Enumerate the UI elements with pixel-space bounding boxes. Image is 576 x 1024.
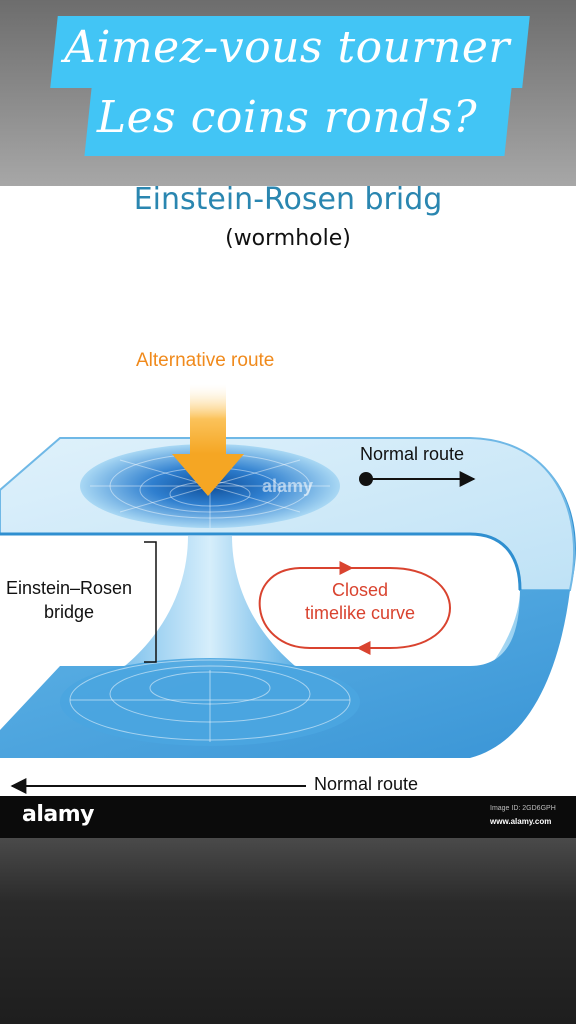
image-id-text: Image ID: 2GD6GPH bbox=[490, 805, 556, 812]
closed-timelike-curve bbox=[258, 567, 451, 649]
bridge-label-line1: Einstein–Rosen bbox=[5, 578, 133, 598]
wormhole-diagram: Alternative route Normal route alamy Ein… bbox=[0, 290, 576, 802]
alamy-logo: alamy bbox=[22, 802, 95, 827]
ctc-label-line2: timelike curve bbox=[304, 603, 416, 623]
watermark-text: alamy bbox=[262, 476, 314, 496]
normal-route-label-top: Normal route bbox=[360, 444, 465, 464]
bridge-bracket bbox=[144, 541, 157, 663]
diagram-subtitle: (wormhole) bbox=[225, 226, 351, 251]
ctc-label-line1: Closed bbox=[331, 580, 389, 600]
stock-watermark-bar: alamy Image ID: 2GD6GPH www.alamy.com bbox=[0, 796, 576, 838]
alternative-route-arrow-head bbox=[172, 454, 244, 496]
banner-text-line2: Les coins ronds? bbox=[96, 92, 478, 143]
caption-banner: Aimez-vous tourner Les coins ronds? bbox=[48, 16, 530, 156]
wormhole-throat bbox=[120, 536, 300, 670]
normal-route-label-bottom: Normal route bbox=[314, 774, 419, 794]
bridge-label-line2: bridge bbox=[43, 602, 95, 622]
bottom-band bbox=[0, 838, 576, 1024]
source-url-text: www.alamy.com bbox=[490, 817, 552, 826]
diagram-title: Einstein-Rosen bridg bbox=[133, 182, 443, 217]
banner-text-line1: Aimez-vous tourner bbox=[64, 22, 510, 73]
wormhole-illustration bbox=[0, 384, 576, 794]
alternative-route-label: Alternative route bbox=[136, 350, 275, 371]
alternative-route-arrow-shaft bbox=[190, 384, 226, 454]
